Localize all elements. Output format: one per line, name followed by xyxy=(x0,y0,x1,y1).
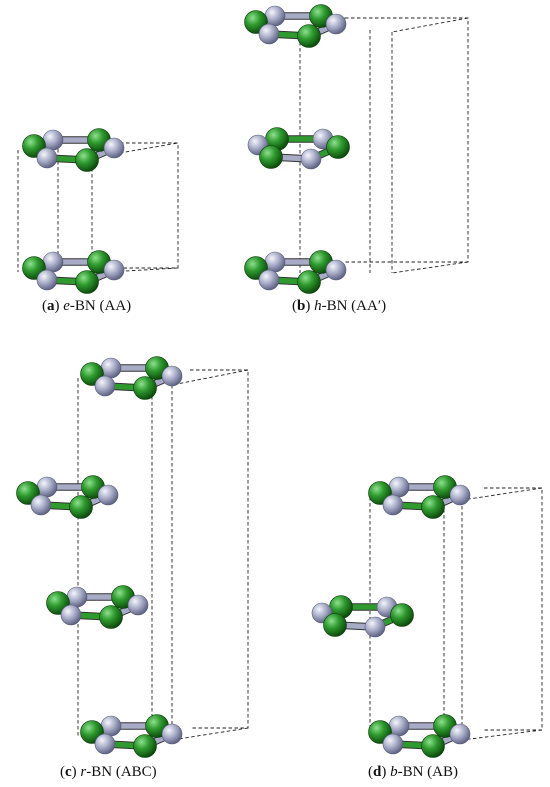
layer-a-top xyxy=(22,128,125,172)
boron-atom xyxy=(161,365,183,387)
unit-cells xyxy=(17,17,543,741)
boron-atom xyxy=(30,494,52,516)
cell-d xyxy=(369,487,543,741)
prefix: r xyxy=(80,764,87,780)
label: -BN (ABC) xyxy=(86,764,157,780)
boron-atom xyxy=(103,259,125,281)
nitrogen-atom xyxy=(421,495,445,519)
nitrogen-atom xyxy=(323,613,347,637)
boron-atom xyxy=(97,484,119,506)
caption-d: (d) b-BN (AB) xyxy=(368,764,459,780)
boron-atom xyxy=(94,733,116,755)
layer-b-bottom xyxy=(244,250,347,294)
boron-atom xyxy=(100,715,122,737)
nitrogen-atom xyxy=(259,145,283,169)
caption-b: (b) h-BN (AA′) xyxy=(292,298,387,314)
layer-d-top xyxy=(368,475,471,519)
nitrogen-atom xyxy=(297,270,321,294)
boron-atom xyxy=(36,147,58,169)
panel-letter: b xyxy=(297,298,306,314)
cell-b xyxy=(299,17,469,274)
boron-atom xyxy=(449,723,471,745)
prefix: b xyxy=(390,764,398,780)
boron-atom xyxy=(161,723,183,745)
nitrogen-atom xyxy=(99,605,123,629)
label: -BN (AB) xyxy=(397,764,459,780)
nitrogen-atom xyxy=(390,603,414,627)
boron-atom xyxy=(127,594,149,616)
nitrogen-atom xyxy=(75,270,99,294)
label: -BN (AA) xyxy=(69,298,132,314)
boron-atom xyxy=(42,129,64,151)
cell-a xyxy=(17,142,179,273)
boron-atom xyxy=(103,137,125,159)
boron-atom xyxy=(264,251,286,273)
layer-b-middle xyxy=(247,127,350,170)
boron-atom xyxy=(60,604,82,626)
nitrogen-atom xyxy=(133,734,157,758)
boron-atom xyxy=(258,23,280,45)
boron-atom xyxy=(66,586,88,608)
boron-atom xyxy=(325,259,347,281)
boron-atom xyxy=(258,269,280,291)
panel-letter: c xyxy=(65,764,72,780)
boron-atom xyxy=(94,375,116,397)
bn-layers xyxy=(16,4,471,758)
layer-b-top xyxy=(244,4,347,48)
caption-c: (c) r-BN (ABC) xyxy=(60,764,157,780)
layer-c-2 xyxy=(16,475,119,519)
nitrogen-atom xyxy=(133,376,157,400)
boron-atom xyxy=(388,476,410,498)
layer-d-bottom xyxy=(368,714,471,758)
boron-atom xyxy=(42,251,64,273)
nitrogen-atom xyxy=(69,495,93,519)
boron-atom xyxy=(36,476,58,498)
nitrogen-atom xyxy=(75,148,99,172)
nitrogen-atom xyxy=(421,734,445,758)
layer-c-1 xyxy=(80,356,183,400)
boron-atom xyxy=(300,148,322,170)
layer-a-bottom xyxy=(22,250,125,294)
boron-atom xyxy=(36,269,58,291)
label: -BN (AA′) xyxy=(321,298,387,314)
prefix: h xyxy=(314,298,322,314)
caption-a: (a) e-BN (AA) xyxy=(42,298,132,314)
layer-c-4 xyxy=(80,714,183,758)
cell-c xyxy=(77,369,249,741)
panel-letter: d xyxy=(373,764,382,780)
boron-atom xyxy=(325,13,347,35)
nitrogen-atom xyxy=(297,24,321,48)
boron-atom xyxy=(449,484,471,506)
layer-c-3 xyxy=(46,585,149,629)
panel-letter: a xyxy=(47,298,55,314)
boron-atom xyxy=(388,715,410,737)
boron-atom xyxy=(382,733,404,755)
layer-d-middle xyxy=(311,595,414,638)
nitrogen-atom xyxy=(326,135,350,159)
prefix: e xyxy=(63,298,70,314)
boron-atom xyxy=(364,616,386,638)
boron-atom xyxy=(264,5,286,27)
boron-atom xyxy=(382,494,404,516)
boron-atom xyxy=(100,357,122,379)
